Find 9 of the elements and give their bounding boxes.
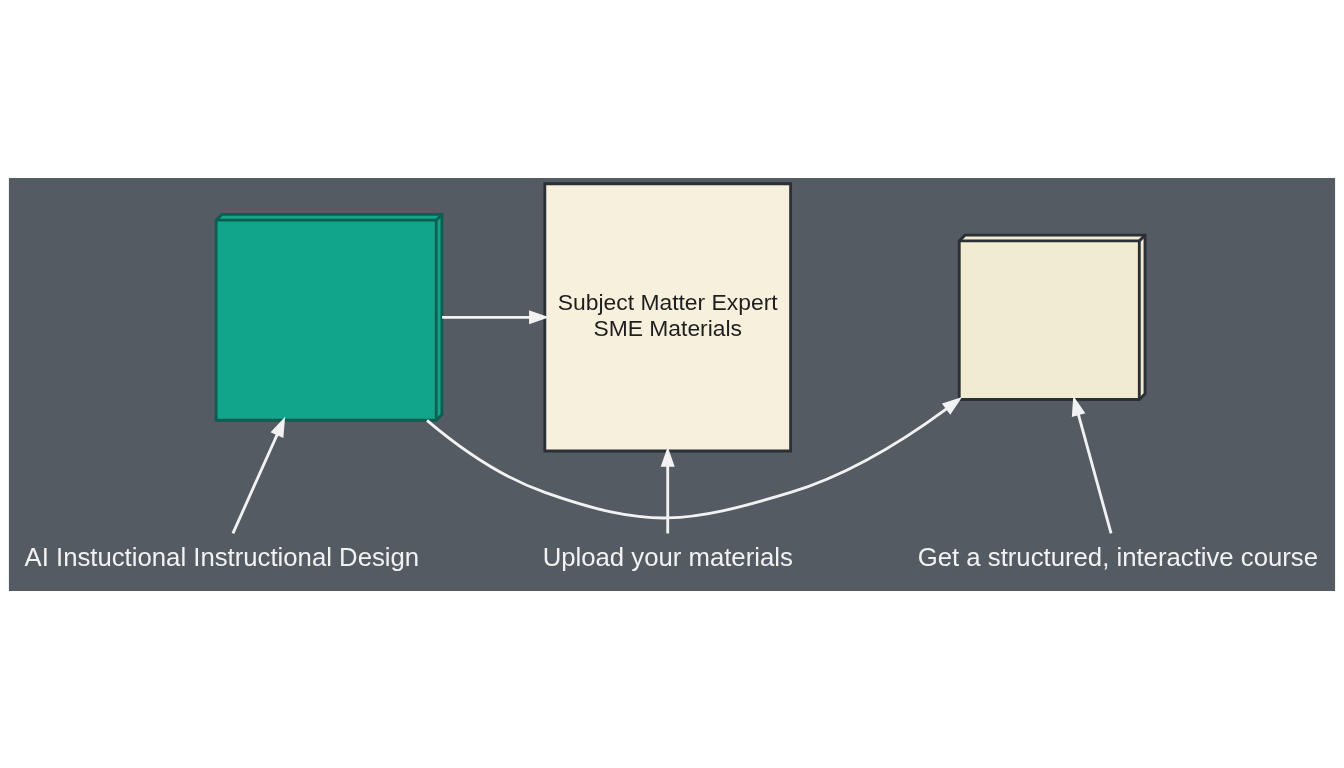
arrow — [231, 416, 286, 534]
node-text: Get a structured, interactive course — [917, 542, 1318, 571]
arrow — [1071, 395, 1113, 534]
arrow — [442, 309, 550, 324]
arrow — [660, 446, 675, 533]
node-text: Upload your materials — [542, 542, 793, 571]
node-text: AI Instuctional Instructional Design — [24, 542, 420, 571]
node-box: Subject Matter Expert SME Materials — [543, 181, 793, 452]
arrow — [426, 396, 963, 519]
